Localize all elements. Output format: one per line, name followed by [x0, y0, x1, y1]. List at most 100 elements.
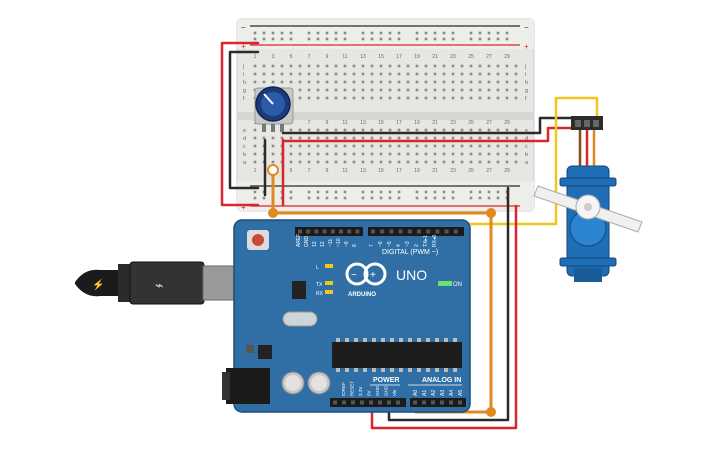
arduino-model: UNO	[396, 267, 427, 283]
wire-red-servo-power	[281, 126, 580, 143]
svg-text:+: +	[370, 270, 376, 281]
digital-pin-label: ~10	[336, 238, 342, 247]
wire-red-rail-link	[220, 41, 260, 207]
column-number: 21	[432, 168, 438, 174]
row-letter: e	[243, 128, 246, 134]
on-label: ON	[453, 282, 462, 288]
column-number: 9	[326, 168, 329, 174]
analog-pin-label: A4	[449, 390, 455, 396]
column-number: 19	[414, 54, 420, 60]
power-pin-label: RESET	[350, 381, 355, 396]
column-number: 17	[396, 120, 402, 126]
led-label: TX	[316, 282, 323, 288]
column-number: 27	[486, 168, 492, 174]
column-number: 5	[290, 168, 293, 174]
digital-pin-label: 7	[369, 244, 375, 247]
column-number: 25	[468, 168, 474, 174]
column-number: 1	[254, 54, 257, 60]
potentiometer-icon[interactable]	[254, 86, 294, 132]
digital-pin-label: ~11	[328, 239, 334, 247]
column-number: 1	[254, 168, 257, 174]
column-number: 19	[414, 120, 420, 126]
rail-minus-label: −	[241, 23, 246, 32]
power-pin-label: IOREF	[341, 382, 346, 396]
column-number: 21	[432, 54, 438, 60]
column-number: 13	[360, 120, 366, 126]
row-letter: c	[243, 144, 246, 150]
column-number: 25	[468, 54, 474, 60]
column-number: 23	[450, 168, 456, 174]
column-number: 11	[342, 120, 347, 126]
usb-cable-icon: ⚡ ⌁	[75, 261, 236, 305]
column-number: 13	[360, 54, 366, 60]
row-letter: b	[243, 152, 246, 158]
column-number: 13	[360, 168, 366, 174]
analog-pin-label: A0	[413, 390, 419, 396]
wire-black-rail-link	[228, 50, 260, 190]
column-number: 21	[432, 120, 438, 126]
row-letter: j	[242, 64, 244, 70]
rail-minus-label-right: −	[524, 23, 529, 32]
led-label: RX	[316, 291, 324, 297]
column-number: 7	[308, 120, 311, 126]
digital-pin-label: TX▸1	[423, 235, 429, 247]
column-number: 9	[326, 120, 329, 126]
analog-pin-label: A1	[422, 390, 428, 396]
digital-pin-label: 12	[320, 241, 326, 247]
row-letter: a	[243, 160, 247, 166]
column-number: 17	[396, 54, 402, 60]
column-number: 19	[414, 168, 420, 174]
arduino-brand: ARDUINO	[348, 292, 376, 298]
row-letter: g	[243, 88, 246, 94]
row-letter: c	[525, 144, 528, 150]
digital-pin-label: ~5	[387, 241, 393, 247]
servo-icon[interactable]	[533, 116, 643, 282]
svg-text:⌁: ⌁	[155, 277, 163, 293]
column-number: 17	[396, 168, 402, 174]
digital-pin-label: 4	[396, 244, 402, 247]
column-number: 29	[504, 168, 510, 174]
digital-pin-label: ~9	[344, 241, 350, 247]
power-pin-label: 5V	[367, 390, 372, 396]
row-letter: j	[524, 64, 526, 70]
column-number: 11	[342, 54, 347, 60]
analog-label: ANALOG IN	[422, 377, 461, 384]
row-letter: d	[243, 136, 246, 142]
digital-pin-label: 2	[414, 244, 420, 247]
power-label: POWER	[373, 377, 399, 384]
digital-pin-label: RX◂0	[432, 235, 438, 247]
row-letter: h	[243, 80, 246, 86]
power-pin-label: GND	[384, 385, 389, 396]
column-number: 9	[326, 54, 329, 60]
column-number: 23	[450, 120, 456, 126]
column-number: 25	[468, 120, 474, 126]
column-number: 11	[342, 168, 347, 174]
rail-plus-label-bottom: +	[241, 203, 246, 212]
svg-text:−: −	[351, 270, 357, 281]
digital-pin-label: ~6	[378, 241, 384, 247]
row-letter: g	[525, 88, 528, 94]
digital-pin-label: AREF	[296, 234, 302, 247]
power-pin-label: GND	[375, 385, 380, 396]
wire-red-5v	[370, 204, 518, 430]
column-number: 7	[308, 168, 311, 174]
digital-header-label: DIGITAL (PWM ~)	[382, 249, 438, 256]
row-letter: i	[525, 72, 526, 78]
column-number: 29	[504, 120, 510, 126]
row-letter: b	[525, 152, 528, 158]
wire-black-servo-ground	[281, 116, 578, 135]
column-number: 15	[378, 168, 384, 174]
column-number: 3	[272, 54, 275, 60]
column-number: 29	[504, 54, 510, 60]
digital-pin-label: 8	[352, 244, 358, 247]
analog-pin-label: A3	[440, 390, 446, 396]
analog-pin-label: A2	[431, 390, 437, 396]
column-number: 15	[378, 120, 384, 126]
power-pin-label: Vin	[392, 389, 397, 396]
led-label: L	[316, 265, 319, 271]
rail-plus-label: +	[241, 42, 246, 51]
digital-pin-label: ~3	[405, 241, 411, 247]
power-pin-label: 3.3V	[358, 387, 363, 396]
column-number: 15	[378, 54, 384, 60]
analog-pin-label: A5	[458, 390, 464, 396]
